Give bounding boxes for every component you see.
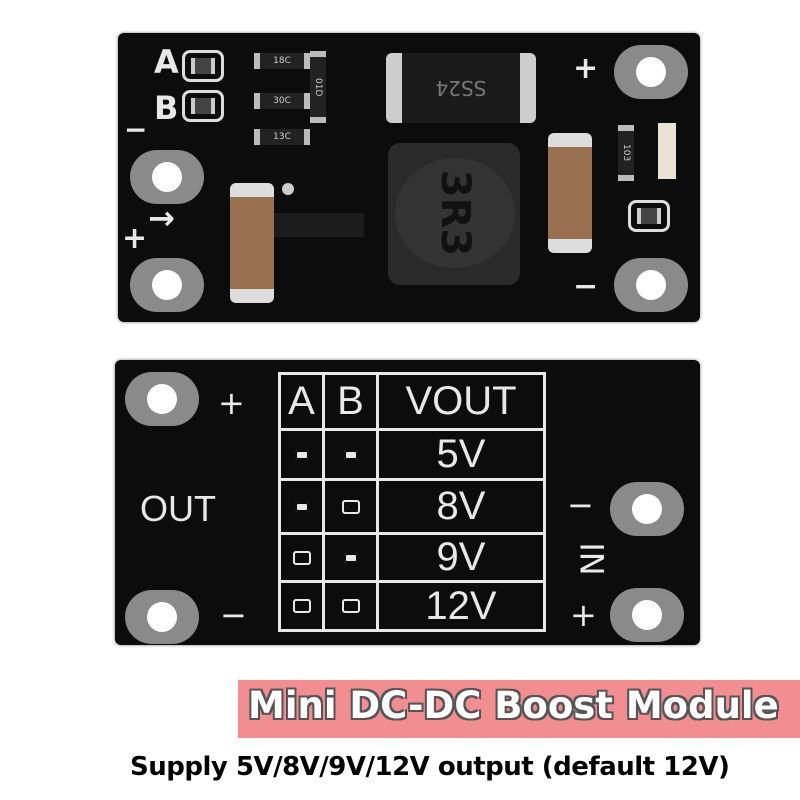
jumper-pad-a[interactable]	[182, 50, 224, 82]
pad-b-bridged	[343, 449, 358, 460]
table-row: 8V	[281, 481, 543, 535]
pad-b-open	[341, 499, 360, 514]
table-row: 9V	[281, 535, 543, 583]
resistor-13c: 13C	[254, 129, 310, 145]
mounting-hole-in-minus	[130, 150, 204, 204]
mounting-hole-out-minus	[125, 590, 199, 644]
resistor-18c: 18C	[254, 53, 310, 69]
vout-value: 5V	[436, 432, 486, 476]
led-pad	[628, 200, 670, 232]
label-out: OUT	[140, 488, 216, 529]
label-b: B	[154, 89, 179, 127]
banner-subtitle: Supply 5V/8V/9V/12V output (default 12V)	[130, 752, 730, 782]
pcb-bottom-view: + OUT − − IN +	[115, 360, 700, 645]
label-a: A	[154, 43, 179, 81]
pcb-top-view: A B − → + + − 18C 30C 13C 01D SS24 3R3 1…	[118, 33, 700, 322]
header-vout: VOUT	[405, 379, 517, 423]
led	[658, 123, 676, 179]
resistor-01d: 01D	[310, 51, 326, 123]
label-minus-in: −	[124, 113, 148, 146]
label-in: IN	[572, 542, 611, 576]
header-b: B	[325, 375, 379, 428]
vout-value: 9V	[436, 535, 486, 579]
diode-ss24: SS24	[386, 53, 536, 123]
table-row: 5V	[281, 431, 543, 481]
resistor-30c: 30C	[254, 93, 310, 109]
pad-b-open	[341, 599, 360, 613]
label-minus-in: −	[567, 486, 594, 524]
table-row: 12V	[281, 583, 543, 629]
mounting-hole-in-plus	[610, 588, 684, 642]
boost-ic	[274, 183, 364, 263]
pad-a-open	[292, 599, 311, 613]
banner-title: Mini DC-DC Boost Module	[248, 684, 779, 727]
mounting-hole-in-plus	[130, 258, 204, 312]
vout-value: 8V	[436, 484, 486, 528]
diode-marking: SS24	[435, 76, 487, 100]
capacitor-input	[230, 183, 274, 303]
mounting-hole-out-plus	[125, 372, 199, 426]
pad-b-bridged	[343, 552, 358, 563]
label-plus-out: +	[573, 51, 599, 86]
pad-a-bridged	[294, 501, 309, 512]
inductor-marking: 3R3	[395, 158, 515, 268]
pad-a-bridged	[294, 449, 309, 460]
capacitor-output	[548, 133, 592, 253]
label-minus-out: −	[573, 269, 599, 304]
label-arrow: →	[148, 199, 175, 237]
label-minus-out: −	[220, 596, 247, 634]
mounting-hole-out-minus	[614, 258, 688, 312]
voltage-selection-table: A B VOUT 5V 8V 9V 12V	[278, 372, 546, 632]
header-a: A	[281, 375, 325, 428]
title-banner: Mini DC-DC Boost Module	[238, 680, 800, 738]
resistor-103: 103	[618, 125, 634, 181]
jumper-pad-b[interactable]	[182, 90, 224, 122]
mounting-hole-out-plus	[614, 45, 688, 99]
table-header-row: A B VOUT	[281, 375, 543, 431]
label-plus-in: +	[570, 596, 597, 634]
inductor-3r3: 3R3	[388, 143, 520, 285]
pad-a-open	[292, 550, 311, 565]
mounting-hole-in-minus	[610, 482, 684, 536]
label-plus-in: +	[122, 221, 148, 256]
vout-value: 12V	[425, 583, 497, 628]
label-plus-out: +	[218, 384, 245, 422]
